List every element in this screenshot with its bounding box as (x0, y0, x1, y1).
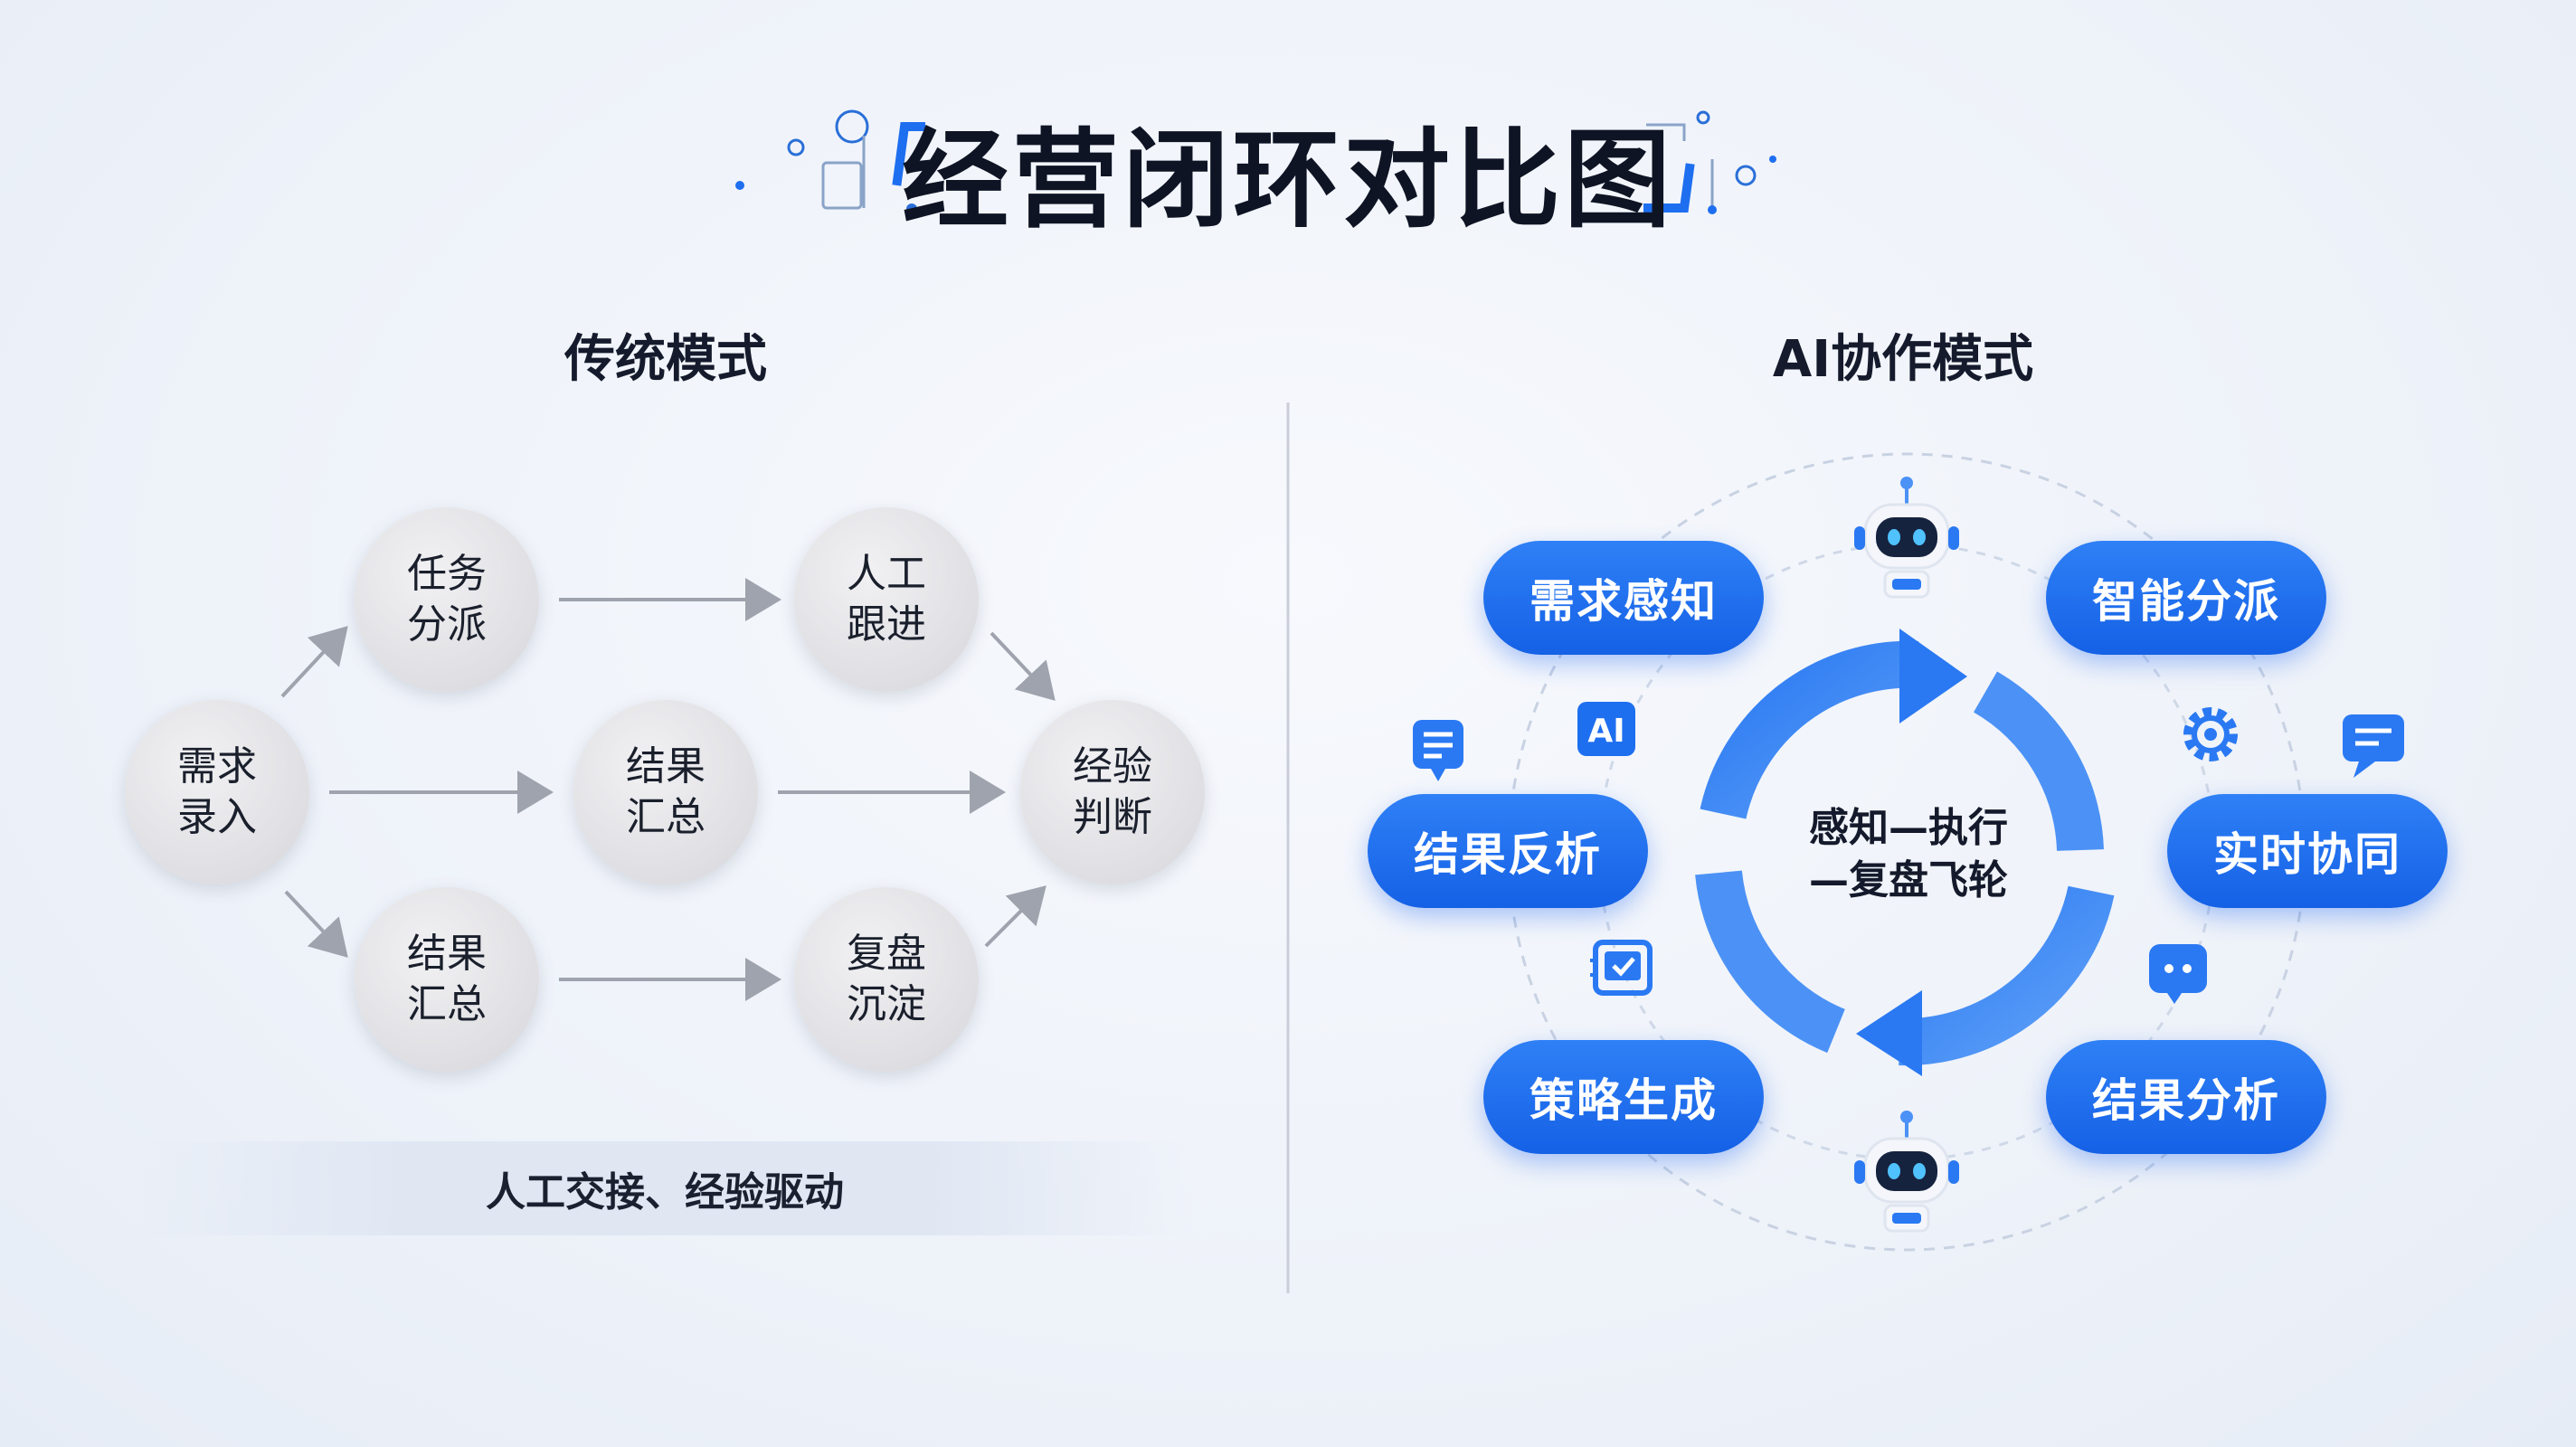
robot-icon-top (1854, 477, 1959, 599)
node-line: 分派 (407, 601, 487, 648)
arrow-n5-n7 (990, 631, 1056, 701)
chat-dots-icon (2149, 944, 2207, 1004)
node-result-summary-middle: 结果 汇总 (573, 700, 758, 884)
pill-result-reflection: 结果反析 (1368, 794, 1648, 908)
ai-mode-heading: AI协作模式 (1772, 329, 2034, 389)
node-line: 复盘 (847, 931, 926, 977)
node-manual-follow-up: 人工 跟进 (794, 507, 979, 692)
node-line: 录入 (177, 794, 257, 840)
ai-chip-icon: AI (1577, 702, 1635, 756)
arrow-n1-n2 (280, 626, 348, 698)
title-decoration-right (1643, 110, 1776, 214)
traditional-caption: 人工交接、经验驱动 (136, 1141, 1194, 1235)
node-review-accumulate: 复盘 沉淀 (794, 887, 979, 1072)
node-line: 需求 (177, 743, 257, 790)
pill-demand-sensing: 需求感知 (1483, 541, 1764, 655)
pill-smart-dispatch: 智能分派 (2046, 541, 2326, 655)
node-line: 跟进 (847, 601, 926, 648)
node-line: 汇总 (626, 794, 706, 840)
node-line: 判断 (1073, 794, 1152, 840)
traditional-mode-heading: 传统模式 (564, 329, 767, 389)
title-decoration-left (735, 109, 925, 214)
node-experience-judgement: 经验 判断 (1020, 700, 1205, 884)
robot-icon-bottom (1854, 1111, 1959, 1233)
checklist-icon (1590, 940, 1653, 996)
traditional-flow-arrows (280, 578, 1056, 1001)
center-line: 感知—执行 (1809, 805, 2008, 851)
node-task-dispatch: 任务 分派 (355, 507, 539, 692)
pill-strategy-generation: 策略生成 (1483, 1040, 1764, 1154)
node-line: 汇总 (407, 981, 487, 1027)
flywheel-loop-icon (1695, 629, 2115, 1076)
node-line: 经验 (1073, 743, 1152, 790)
chat-icon (2343, 714, 2404, 778)
node-requirement-input: 需求 录入 (125, 700, 309, 884)
page-title: 经营闭环对比图 (901, 117, 1674, 242)
node-line: 结果 (407, 931, 487, 977)
center-line: —复盘飞轮 (1809, 857, 2008, 903)
ai-badge: AI (1587, 713, 1624, 750)
arrow-n1-n4 (284, 890, 348, 958)
node-line: 任务 (407, 551, 487, 597)
node-result-summary-bottom: 结果 汇总 (355, 887, 539, 1072)
arrow-n6-n7 (984, 885, 1046, 948)
node-line: 沉淀 (847, 981, 926, 1027)
document-icon (1413, 720, 1463, 781)
gear-icon (2183, 707, 2238, 761)
flywheel-center-label: 感知—执行 —复盘飞轮 (1755, 787, 2062, 922)
pill-realtime-collab: 实时协同 (2167, 794, 2448, 908)
pill-result-analysis: 结果分析 (2046, 1040, 2326, 1154)
node-line: 结果 (626, 743, 706, 790)
node-line: 人工 (847, 551, 926, 597)
